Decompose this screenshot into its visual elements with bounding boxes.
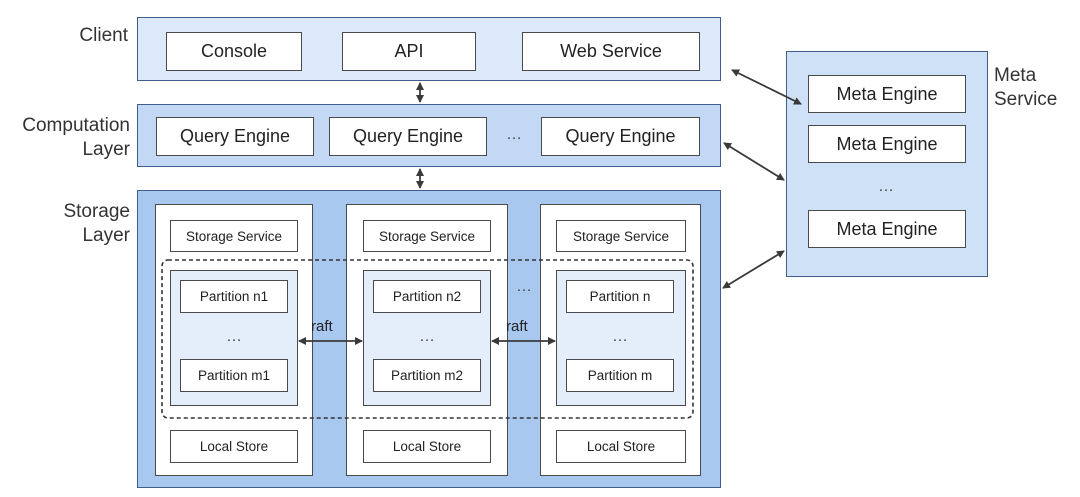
partition-box-n2: Partition n2 — [373, 280, 481, 313]
partition-box-n: Partition n — [566, 280, 674, 313]
client-layer-label: Client — [79, 25, 128, 46]
arrow-storage-meta — [722, 250, 785, 289]
arrow-computation-meta — [723, 142, 785, 181]
meta-engine-box-3: Meta Engine — [808, 210, 966, 248]
storage-label-line2: Layer — [82, 225, 130, 246]
web-service-box: Web Service — [522, 32, 700, 71]
partition-ellipsis-1: … — [226, 328, 242, 345]
meta-label-line2: Service — [994, 89, 1058, 110]
meta-service-label: Meta Service — [994, 64, 1074, 112]
query-engine-box-3: Query Engine — [541, 117, 700, 156]
console-box: Console — [166, 32, 302, 71]
computation-layer-label: Computation Layer — [0, 114, 130, 162]
partition-box-m: Partition m — [566, 359, 674, 392]
partition-box-n1: Partition n1 — [180, 280, 288, 313]
computation-ellipsis: … — [506, 126, 522, 143]
meta-label-line1: Meta — [994, 65, 1037, 86]
storage-service-box-3: Storage Service — [556, 220, 686, 252]
storage-layer-label: Storage Layer — [30, 200, 130, 248]
raft-label-1: raft — [311, 318, 333, 335]
storage-label-line1: Storage — [63, 201, 130, 222]
meta-engine-box-1: Meta Engine — [808, 75, 966, 113]
raft-label-2: raft — [506, 318, 528, 335]
local-store-box-3: Local Store — [556, 430, 686, 463]
partition-box-m1: Partition m1 — [180, 359, 288, 392]
query-engine-box-2: Query Engine — [329, 117, 487, 156]
storage-nodes-ellipsis: … — [516, 278, 532, 295]
computation-label-line2: Layer — [82, 139, 130, 160]
query-engine-box-1: Query Engine — [156, 117, 314, 156]
local-store-box-1: Local Store — [170, 430, 298, 463]
partition-box-m2: Partition m2 — [373, 359, 481, 392]
partition-ellipsis-3: … — [612, 328, 628, 345]
meta-ellipsis: … — [878, 178, 894, 195]
local-store-box-2: Local Store — [363, 430, 491, 463]
partition-ellipsis-2: … — [419, 328, 435, 345]
storage-service-box-2: Storage Service — [363, 220, 491, 252]
computation-label-line1: Computation — [22, 115, 130, 136]
arrow-client-meta — [731, 69, 802, 105]
storage-service-box-1: Storage Service — [170, 220, 298, 252]
api-box: API — [342, 32, 476, 71]
meta-engine-box-2: Meta Engine — [808, 125, 966, 163]
partition-dashed-outline — [161, 259, 694, 419]
